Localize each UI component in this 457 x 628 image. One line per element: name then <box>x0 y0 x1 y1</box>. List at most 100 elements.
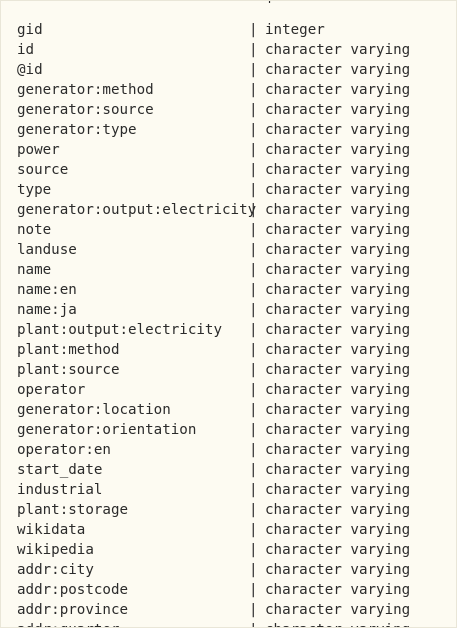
column-name: wikidata <box>17 522 86 538</box>
column-type: character varying <box>265 542 411 558</box>
column-separator: | <box>249 22 258 38</box>
column-type: character varying <box>265 422 411 438</box>
table-row: industrial|character varying <box>1 480 456 500</box>
column-name: type <box>17 182 52 198</box>
column-type: character varying <box>265 62 411 78</box>
column-separator: | <box>249 202 258 218</box>
column-type: character varying <box>265 262 411 278</box>
column-name: generator:location <box>17 402 171 418</box>
column-name: addr:quarter <box>17 620 120 627</box>
column-type: character varying <box>265 42 411 58</box>
table-row: addr:city|character varying <box>1 560 456 580</box>
column-type: character varying <box>265 442 411 458</box>
column-separator: | <box>249 322 258 338</box>
column-separator: | <box>249 182 258 198</box>
column-separator: | <box>249 620 258 627</box>
column-separator: | <box>249 342 258 358</box>
column-separator: | <box>249 122 258 138</box>
table-row: start_date|character varying <box>1 460 456 480</box>
column-type: character varying <box>265 562 411 578</box>
column-type: character varying <box>265 582 411 598</box>
column-name: operator:en <box>17 442 111 458</box>
column-separator: | <box>249 462 258 478</box>
table-row: operator:en | character varying <box>1 440 456 460</box>
column-name: plant:method <box>17 342 120 358</box>
column-separator: | <box>249 302 258 318</box>
column-separator: | <box>249 562 258 578</box>
table-row: generator:output:electricity| character v… <box>1 200 456 220</box>
column-name: name:en <box>17 282 77 298</box>
table-row: generator:type|character varying <box>1 120 456 140</box>
column-name: plant:storage <box>17 502 129 518</box>
table-row: wikipedia | character varying <box>1 540 456 560</box>
table-row: name:en|character varying <box>1 280 456 300</box>
column-type: character varying <box>265 342 411 358</box>
table-row: generator:orientation | character varying <box>1 420 456 440</box>
column-separator: | <box>249 82 258 98</box>
column-type: character varying <box>265 142 411 158</box>
column-type: character varying <box>265 162 411 178</box>
column-separator: | <box>249 262 258 278</box>
table-row: name | character varying <box>1 260 456 280</box>
column-type: character varying <box>265 482 411 498</box>
table-row: gid|integer <box>1 20 456 40</box>
table-row: @id | character varying <box>1 60 456 80</box>
table-row: id | character varying <box>1 40 456 60</box>
column-type: character varying <box>265 362 411 378</box>
column-name: @id <box>17 62 43 78</box>
column-name: power <box>17 142 60 158</box>
column-separator: | <box>249 162 258 178</box>
column-name: generator:method <box>17 82 154 98</box>
table-row: generator:location | character varying <box>1 400 456 420</box>
column-type: character varying <box>265 182 411 198</box>
column-separator: | <box>249 582 258 598</box>
column-separator: | <box>249 502 258 518</box>
table-row: plant:storage | character varying <box>1 500 456 520</box>
table-row: generator:method|character varying <box>1 80 456 100</box>
table-row: operator|character varying <box>1 380 456 400</box>
column-name: name <box>17 262 52 278</box>
table-row: addr:postcode | character varying <box>1 580 456 600</box>
column-name: wikipedia <box>17 542 94 558</box>
column-type: character varying <box>265 620 410 627</box>
column-type: character varying <box>265 202 411 218</box>
column-separator: | <box>249 442 258 458</box>
column-type: character varying <box>265 322 411 338</box>
column-separator: | <box>249 522 258 538</box>
column-name: note <box>17 222 52 238</box>
column-name: id <box>17 42 35 58</box>
column-separator: | <box>249 42 258 58</box>
column-name: addr:province <box>17 602 129 618</box>
column-separator: | <box>249 222 258 238</box>
column-separator: | <box>249 422 258 438</box>
column-separator: | <box>249 542 258 558</box>
column-separator: | <box>249 382 258 398</box>
column-type: integer <box>265 22 325 38</box>
table-row: plant:method | character varying <box>1 340 456 360</box>
column-type: character varying <box>265 502 411 518</box>
table-row: addr:quarter | character varying <box>1 620 456 627</box>
column-separator: | <box>249 282 258 298</box>
column-separator: | <box>249 142 258 158</box>
table-row: type | character varying <box>1 180 456 200</box>
column-name: generator:type <box>17 122 137 138</box>
table-row: generator:source|character varying <box>1 100 456 120</box>
column-type: character varying <box>265 102 411 118</box>
column-separator: | <box>249 402 258 418</box>
column-separator: | <box>249 62 258 78</box>
column-name: addr:postcode <box>17 582 129 598</box>
column-separator: | <box>249 362 258 378</box>
column-name: operator <box>17 382 86 398</box>
column-name: source <box>17 162 69 178</box>
column-type: character varying <box>265 522 411 538</box>
column-type: character varying <box>265 602 411 618</box>
table-row: power | character varying <box>1 140 456 160</box>
table-row: addr:province|character varying <box>1 600 456 620</box>
column-type: character varying <box>265 462 411 478</box>
column-name: generator:orientation <box>17 422 197 438</box>
column-name: generator:output:electricity <box>17 202 257 218</box>
table-row: landuse|character varying <box>1 240 456 260</box>
column-type: character varying <box>265 402 411 418</box>
